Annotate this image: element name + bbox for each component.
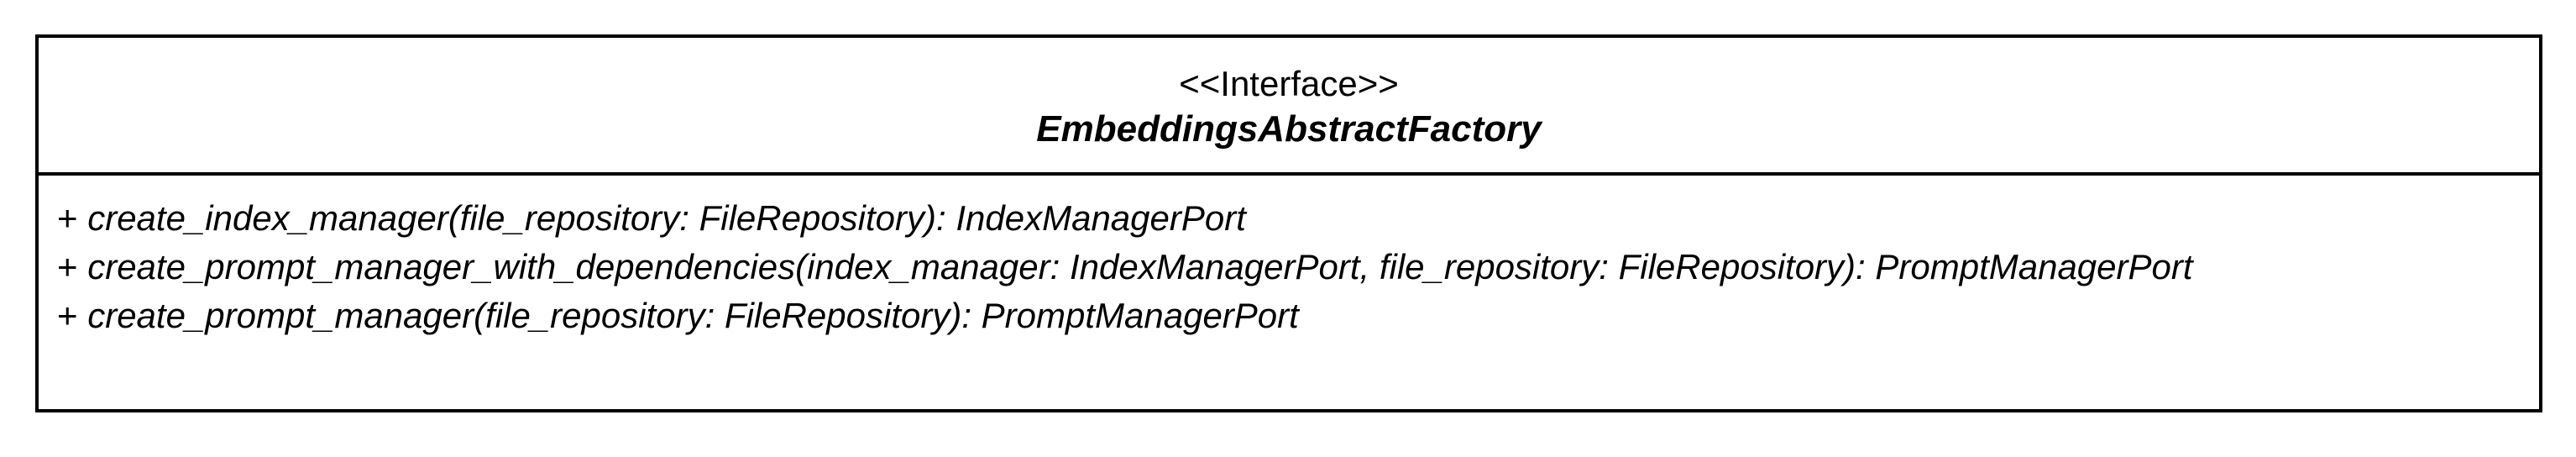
operation-signature: create_index_manager(file_repository: Fi… [87,198,1246,238]
operations-compartment: + create_index_manager(file_repository: … [39,176,2539,340]
class-header: <<Interface>> EmbeddingsAbstractFactory [39,38,2539,176]
operation-signature: create_prompt_manager_with_dependencies(… [87,247,2193,286]
uml-class-box: <<Interface>> EmbeddingsAbstractFactory … [35,34,2542,412]
class-name: EmbeddingsAbstractFactory [1036,108,1542,150]
operation-visibility: + [57,247,88,286]
operation-signature: create_prompt_manager(file_repository: F… [87,296,1299,335]
stereotype-label: <<Interface>> [1179,64,1399,103]
operation-visibility: + [57,296,88,335]
operation-visibility: + [57,198,88,238]
operation-create-index-manager: + create_index_manager(file_repository: … [57,194,2539,243]
operation-create-prompt-manager-with-dependencies: + create_prompt_manager_with_dependencie… [57,243,2539,292]
operation-create-prompt-manager: + create_prompt_manager(file_repository:… [57,292,2539,340]
